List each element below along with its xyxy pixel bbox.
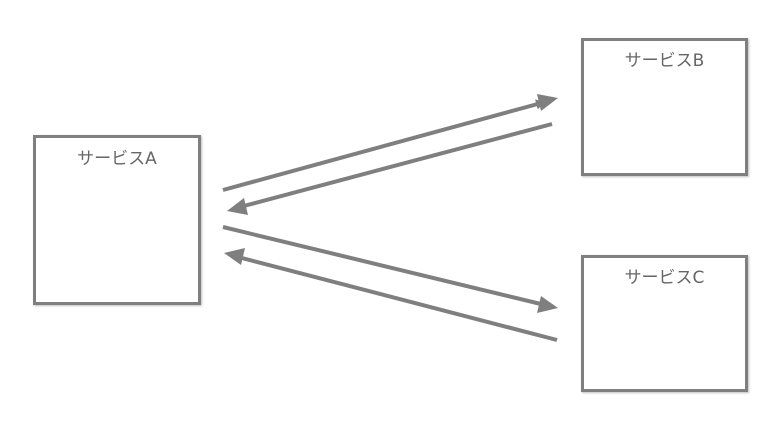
- service-c-box: サービスC: [581, 255, 748, 392]
- arrowhead-a-to-c: [537, 296, 558, 313]
- arrow-c-to-a: [237, 255, 558, 342]
- arrow-b-to-a: [239, 122, 553, 209]
- service-b-label: サービスB: [624, 51, 705, 71]
- service-c-label: サービスC: [624, 268, 705, 288]
- service-a-label: サービスA: [77, 149, 157, 169]
- arrowhead-b-to-a: [227, 198, 248, 215]
- service-a-box: サービスA: [33, 135, 201, 305]
- arrowhead-a-to-b: [537, 94, 558, 111]
- arrowhead-c-to-a: [224, 248, 245, 265]
- arrow-a-to-c: [222, 225, 546, 307]
- service-b-box: サービスB: [581, 38, 748, 176]
- arrow-a-to-b: [222, 99, 546, 192]
